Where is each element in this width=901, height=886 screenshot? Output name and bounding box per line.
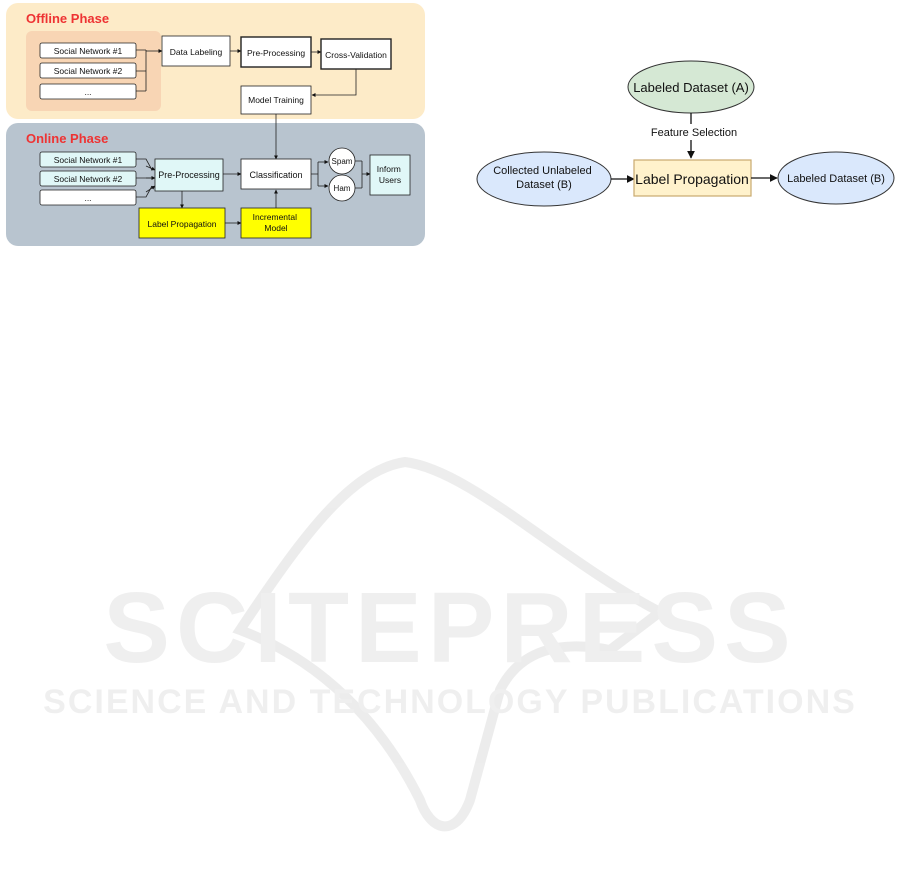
- watermark-book-shape: [232, 456, 670, 832]
- offline-sources-connector: [136, 49, 147, 92]
- offline-preprocessing-label: Pre-Processing: [247, 48, 305, 58]
- watermark-tagline: SCIENCE AND TECHNOLOGY PUBLICATIONS: [43, 683, 857, 721]
- online-source-box-3: [39, 189, 137, 206]
- offline-source-label-3: ...: [84, 87, 91, 97]
- labeled-dataset-b-node: [777, 151, 895, 205]
- labeled-dataset-a-label: Labeled Dataset (A): [633, 80, 749, 95]
- online-source-label-2: Social Network #2: [54, 174, 123, 184]
- offline-source-box-1: [39, 42, 137, 59]
- online-source-box-1: [39, 151, 137, 168]
- classification-box: [240, 158, 312, 190]
- classification-label: Classification: [249, 170, 302, 180]
- online-source-box-2: [39, 170, 137, 187]
- arrow-sources-to-online-preprocessing-a: [145, 165, 156, 171]
- classification-branch: [311, 162, 319, 186]
- incremental-model-line: Model: [264, 223, 287, 233]
- offline-source-box-2: [39, 62, 137, 79]
- online-source-label-1: Social Network #1: [54, 155, 123, 165]
- inform-users-line: Inform: [377, 164, 401, 174]
- watermark-brand: SCITEPRESS: [103, 572, 797, 684]
- offline-phase-title: Offline Phase: [26, 11, 109, 26]
- online-preprocessing-label: Pre-Processing: [158, 170, 220, 180]
- arrow-sources-to-online-preprocessing-c: [145, 185, 156, 193]
- arrow-crossval-to-training: [311, 69, 357, 97]
- collected-unlabeled-line: Dataset (B): [516, 179, 572, 191]
- feature-selection-label: Feature Selection: [651, 127, 737, 139]
- inform-users-box: [369, 154, 411, 196]
- inform-users-label: Inform Users: [377, 164, 403, 185]
- label-propagation-box-online: [138, 207, 226, 239]
- ham-label: Ham: [334, 184, 351, 193]
- online-source-label-3: ...: [84, 193, 91, 203]
- incremental-model-label: Incremental Model: [253, 212, 300, 233]
- label-propagation-box: [633, 159, 752, 197]
- model-training-label: Model Training: [248, 95, 304, 105]
- incremental-model-line: Incremental: [253, 212, 298, 222]
- model-training-box: [240, 85, 312, 115]
- offline-source-box-3: [39, 83, 137, 100]
- scitepress-watermark: SCITEPRESS SCIENCE AND TECHNOLOGY PUBLIC…: [43, 456, 857, 832]
- spam-label: Spam: [332, 157, 353, 166]
- spam-ham-merge: [355, 160, 363, 189]
- right-figure: Labeled Dataset (A) Feature Selection Co…: [476, 60, 895, 207]
- left-figure: Offline Phase Social Network #1 Social N…: [6, 3, 425, 246]
- online-preprocessing-box: [154, 158, 224, 192]
- data-labeling-label: Data Labeling: [170, 47, 223, 57]
- feature-selection-label-bg: [647, 124, 741, 140]
- online-phase-title: Online Phase: [26, 131, 108, 146]
- offline-source-label-1: Social Network #1: [54, 46, 123, 56]
- collected-unlabeled-line: Collected Unlabeled: [493, 165, 591, 177]
- labeled-dataset-b-label: Labeled Dataset (B): [787, 173, 885, 185]
- inform-users-line: Users: [379, 175, 401, 185]
- cross-validation-label: Cross-Validation: [325, 50, 387, 60]
- collected-unlabeled-label: Collected Unlabeled Dataset (B): [493, 165, 595, 191]
- label-propagation-label: Label Propagation: [635, 171, 749, 187]
- label-propagation-label-online: Label Propagation: [147, 219, 216, 229]
- offline-source-label-2: Social Network #2: [54, 66, 123, 76]
- data-labeling-box: [161, 35, 231, 67]
